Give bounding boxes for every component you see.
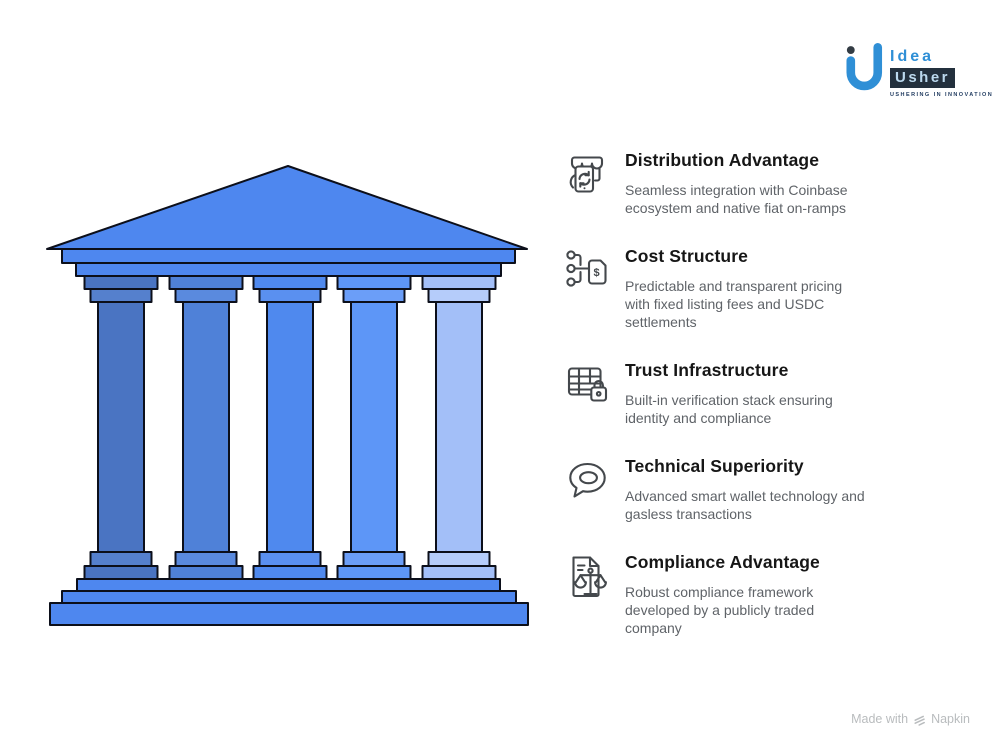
feature-title: Distribution Advantage (625, 150, 820, 170)
logo-tagline: USHERING IN INNOVATION (890, 92, 994, 98)
feature-item-technical: Technical Superiority Advanced smart wal… (563, 456, 993, 523)
logo-brand-bottom: Usher (890, 68, 956, 88)
price-tag-icon: $ (563, 246, 611, 296)
speech-bubble-icon (563, 456, 611, 506)
svg-text:$: $ (593, 267, 599, 279)
feature-title: Compliance Advantage (625, 552, 820, 572)
pillar-2 (168, 275, 244, 580)
feature-description: Seamless integration with Coinbase ecosy… (625, 182, 848, 217)
feature-title: Cost Structure (625, 246, 748, 266)
idea-usher-logo: Idea Usher USHERING IN INNOVATION (843, 41, 993, 98)
feature-item-compliance: Compliance Advantage Robust compliance f… (563, 552, 993, 638)
idea-usher-mark-icon (846, 42, 883, 91)
temple-illustration (46, 165, 529, 626)
feature-item-trust: Trust Infrastructure Built-in verificati… (563, 360, 993, 427)
feature-description: Predictable and transparent pricing with… (625, 278, 843, 331)
feature-description: Robust compliance framework developed by… (625, 584, 815, 637)
pediment (46, 165, 528, 250)
feature-item-cost: $ Cost Structure Predictable and transpa… (563, 246, 993, 332)
stylobate-steps (49, 578, 529, 626)
feature-title: Technical Superiority (625, 456, 804, 476)
feature-item-distribution: Distribution Advantage Seamless integrat… (563, 150, 993, 217)
feature-text: Compliance Advantage Robust compliance f… (625, 552, 820, 638)
made-with-napkin: Made with Napkin (851, 712, 970, 726)
napkin-brand-text: Napkin (931, 712, 970, 726)
napkin-logo-icon (914, 715, 926, 726)
feature-description: Built-in verification stack ensuring ide… (625, 392, 833, 427)
logo-brand-top: Idea (890, 48, 935, 65)
made-with-text: Made with (851, 712, 909, 726)
feature-title: Trust Infrastructure (625, 360, 789, 380)
entablature-band-1 (61, 248, 516, 264)
feature-text: Distribution Advantage Seamless integrat… (625, 150, 848, 217)
document-scale-icon (563, 552, 611, 602)
store-sync-icon (563, 150, 611, 200)
pillar-1 (83, 275, 159, 580)
feature-text: Trust Infrastructure Built-in verificati… (625, 360, 833, 427)
pillar-5 (421, 275, 497, 580)
feature-text: Technical Superiority Advanced smart wal… (625, 456, 865, 523)
feature-description: Advanced smart wallet technology and gas… (625, 488, 865, 523)
feature-text: Cost Structure Predictable and transpare… (625, 246, 842, 332)
pillar-4 (336, 275, 412, 580)
logo-text: Idea Usher USHERING IN INNOVATION (890, 41, 993, 98)
table-lock-icon (563, 360, 611, 410)
pillar-3 (252, 275, 328, 580)
entablature-band-2 (75, 262, 502, 277)
